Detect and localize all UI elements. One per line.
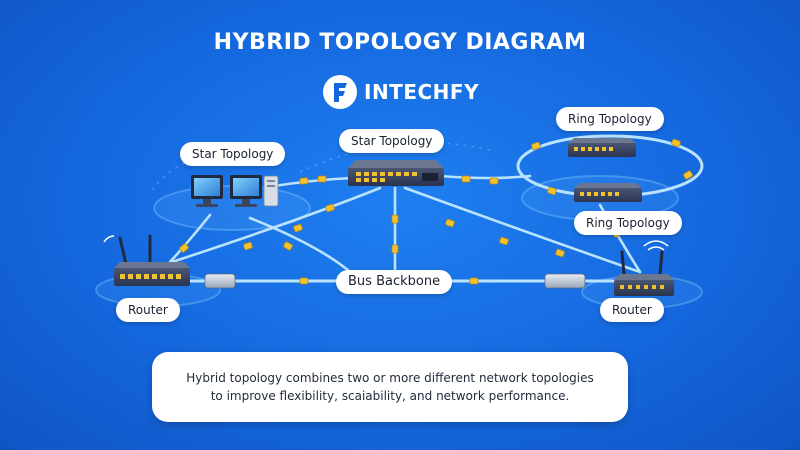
cable-switch-to-right-router [403,186,642,274]
router-icon [103,234,190,286]
page-title: HYBRID TOPOLOGY DIAGRAM [213,30,587,55]
cable-connectors [179,138,693,285]
ring-switch-bottom [574,183,642,202]
cable-switch-to-ring [438,174,532,180]
desktop-computer-icon [191,175,279,207]
label-star-topology-center: Star Topology [339,129,445,153]
label-ring-topology-top: Ring Topology [556,107,664,131]
cable-pc-to-switch [266,176,354,189]
description-box: Hybrid topology combines two or more dif… [152,352,628,422]
label-star-topology-left: Star Topology [180,142,286,166]
brand-logo: INTECHFY [322,74,479,110]
router-icon [614,240,674,296]
network-switch-icon [348,160,444,186]
ring-switch-top [568,138,636,157]
bus-connector-icon [204,273,586,289]
brand-name: INTECHFY [364,80,480,104]
label-ring-topology-bottom: Ring Topology [574,211,682,235]
cable-pc-to-left-router [168,213,212,264]
brand-f-icon [323,75,357,109]
description-line-2: to improve flexibility, scaiability, and… [210,389,570,403]
description-line-1: Hybrid topology combines two or more dif… [186,371,594,385]
label-router-right: Router [600,298,664,322]
cable-switch-to-left-router [170,186,382,264]
label-bus-backbone: Bus Backbone [336,270,453,294]
label-router-left: Router [116,298,180,322]
